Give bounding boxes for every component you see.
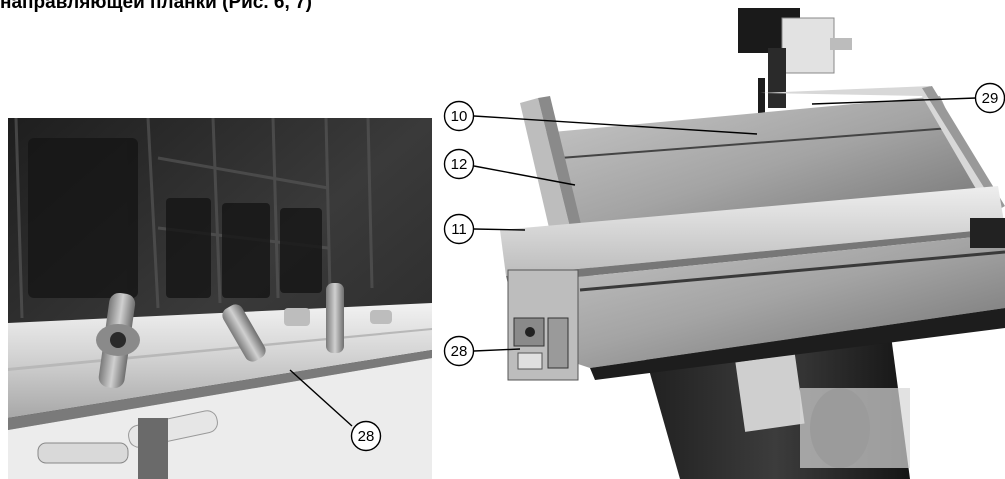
- section-heading: направляющей планки (Рис. 6, 7): [0, 0, 312, 13]
- photo-table-underside: [8, 118, 432, 479]
- callout-label-right-10: 10: [451, 108, 468, 125]
- callout-label-right-11: 11: [451, 221, 467, 238]
- photo-bandsaw-table: [470, 8, 1005, 479]
- callout-label-right-28: 28: [451, 343, 468, 360]
- callout-label-right-12: 12: [451, 156, 468, 173]
